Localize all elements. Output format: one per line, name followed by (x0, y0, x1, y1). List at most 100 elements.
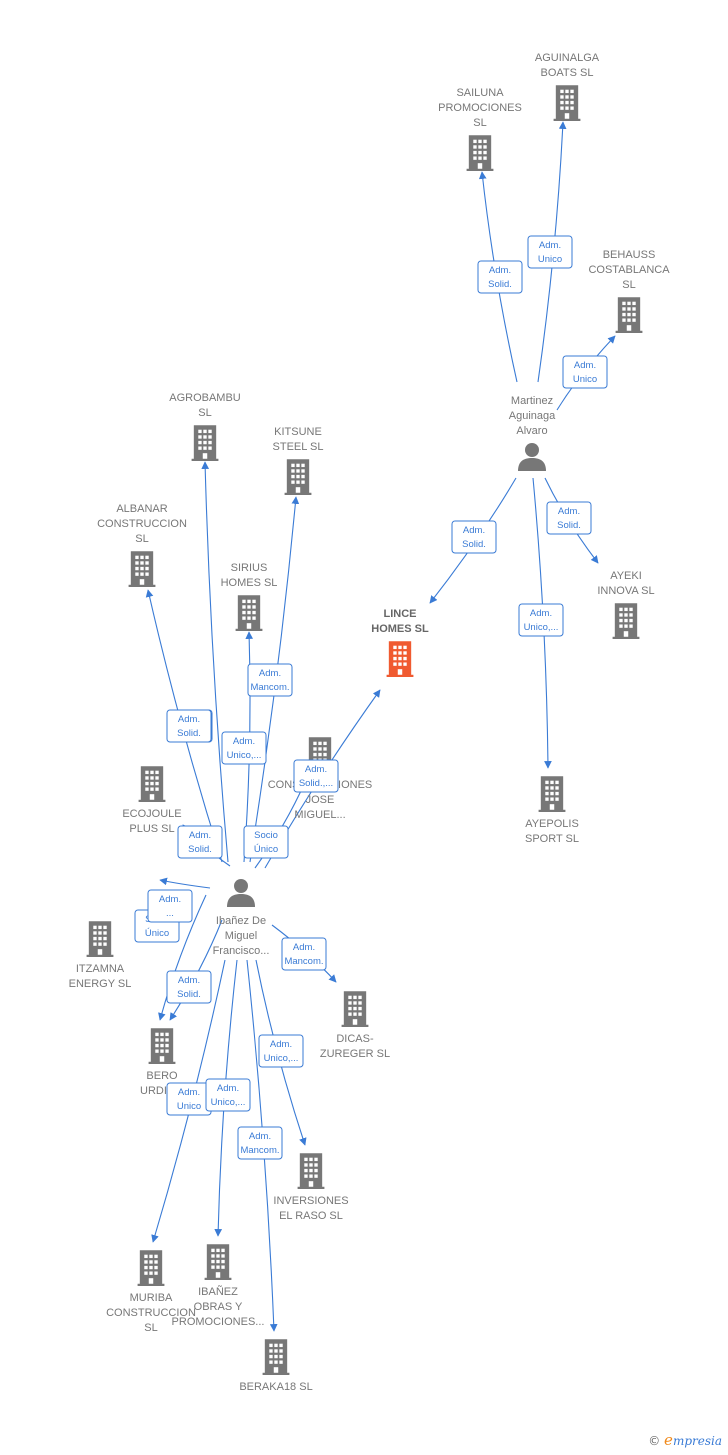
edge-label-text: Adm. (233, 736, 255, 747)
edge-label[interactable]: Adm.Mancom. (281, 937, 327, 971)
edge-label-text: Adm. (178, 714, 200, 725)
edge-label-text: Mancom. (284, 956, 323, 967)
edge-label[interactable]: Adm.Unico,... (205, 1078, 251, 1112)
edge-label[interactable]: Adm. Unico (166, 1082, 212, 1116)
edge-label-text: Adm. (189, 830, 211, 841)
node-label: AYEPOLIS (525, 818, 579, 830)
edge-label[interactable]: Adm.Unico,... (221, 731, 267, 765)
edge-label-text: Adm. (249, 1131, 271, 1142)
edge-label-text: Único (254, 844, 278, 855)
edge-ibanez-to-agrobambu (201, 461, 229, 863)
edge-label-text: Unico (177, 1101, 201, 1112)
edge-label[interactable]: Adm.Solid. (177, 825, 223, 859)
edge-label-text: Adm. (574, 360, 596, 371)
node-label: BERO (146, 1070, 178, 1082)
building-icon (148, 1028, 176, 1064)
edge-label-text: Solid. (488, 279, 512, 290)
edge-label-box (147, 889, 193, 923)
building-icon (86, 921, 114, 957)
edge-label-text: Adm. (530, 608, 552, 619)
edge-ibanez-to-ecojoule (159, 877, 211, 889)
building-icon (297, 1153, 325, 1189)
edge-label-text: Adm. (558, 506, 580, 517)
node-label: SL (144, 1322, 157, 1334)
building-icon (128, 551, 156, 587)
edge-label[interactable]: Adm.Solid.,... (293, 759, 339, 793)
edge-label-box (247, 663, 293, 697)
edge-label[interactable]: Adm.Solid. (166, 970, 212, 1004)
edge-label-box (451, 520, 497, 554)
node-label: AYEKI (610, 570, 642, 582)
node-label: Aguinaga (509, 410, 556, 422)
edge-label[interactable]: Adm. Solid. (546, 501, 592, 535)
node-label: ZUREGER SL (320, 1048, 390, 1060)
edge-label-box (166, 709, 212, 743)
edge-label[interactable]: Adm.Unico,... (258, 1034, 304, 1068)
edge-label-text: Solid. (462, 539, 486, 550)
edge-label[interactable]: Adm. Unico,... (518, 603, 564, 637)
edge-label-text: Solid. (557, 520, 581, 531)
node-label: SL (473, 117, 486, 129)
node-label: SL (135, 533, 148, 545)
node-label: STEEL SL (273, 441, 324, 453)
node-label: INNOVA SL (597, 585, 654, 597)
node-label: PLUS SL (129, 823, 174, 835)
edge-label-box (221, 731, 267, 765)
edge-labels-layer: Adm.Solid.Adm.UnicoAdm.UnicoAdm.Solid.Ad… (134, 235, 608, 1160)
node-ibanez[interactable]: Ibañez DeMiguelFrancisco... (213, 879, 270, 957)
node-lince[interactable]: LINCE HOMES SL (371, 608, 429, 677)
edge-label[interactable]: Adm.Unico (527, 235, 573, 269)
edge-label-box (177, 825, 223, 859)
node-label: ALBANAR (116, 503, 167, 515)
edge-label[interactable]: Adm.Mancom. (247, 663, 293, 697)
edge-label[interactable]: Adm.Solid. (451, 520, 497, 554)
node-label: MURIBA (130, 1292, 173, 1304)
building-icon (137, 1250, 165, 1286)
node-label: SL (622, 279, 635, 291)
edge-label-text: Adm. (159, 894, 181, 905)
node-ayeki[interactable]: AYEKI INNOVA SL (597, 570, 655, 639)
edge-label[interactable]: Adm. Mancom. (237, 1126, 283, 1160)
edge-label-text: Adm. (259, 668, 281, 679)
node-label: BEHAUSS (603, 249, 656, 261)
node-dicas[interactable]: DICAS-ZUREGER SL (320, 991, 390, 1060)
edge-label-text: Mancom. (240, 1145, 279, 1156)
node-label: AGUINALGA (535, 52, 600, 64)
brand-initial: e (664, 1431, 673, 1449)
edge-label-box (477, 260, 523, 294)
edge-label[interactable]: Adm.Unico (562, 355, 608, 389)
node-beraka[interactable]: BERAKA18 SL (239, 1339, 313, 1393)
node-label: Ibañez De (216, 915, 266, 927)
node-label: Martinez (511, 395, 553, 407)
edges-layer (145, 121, 616, 1332)
node-label: MIGUEL... (294, 809, 345, 821)
building-icon (612, 603, 640, 639)
node-label: HOMES SL (371, 623, 429, 635)
edge-label[interactable]: Adm.Solid. (166, 709, 212, 743)
edge-label-text: Adm. (178, 1087, 200, 1098)
edge-label-text: Unico,... (524, 622, 559, 633)
building-icon (235, 595, 263, 631)
edge-label-text: Adm. (270, 1039, 292, 1050)
person-icon (518, 443, 546, 471)
empresia-logo[interactable]: © empresia (648, 1431, 722, 1449)
edge-label[interactable]: Adm.... (147, 889, 193, 923)
node-label: LINCE (384, 608, 417, 620)
edge-label[interactable]: Adm.Solid. (477, 260, 523, 294)
